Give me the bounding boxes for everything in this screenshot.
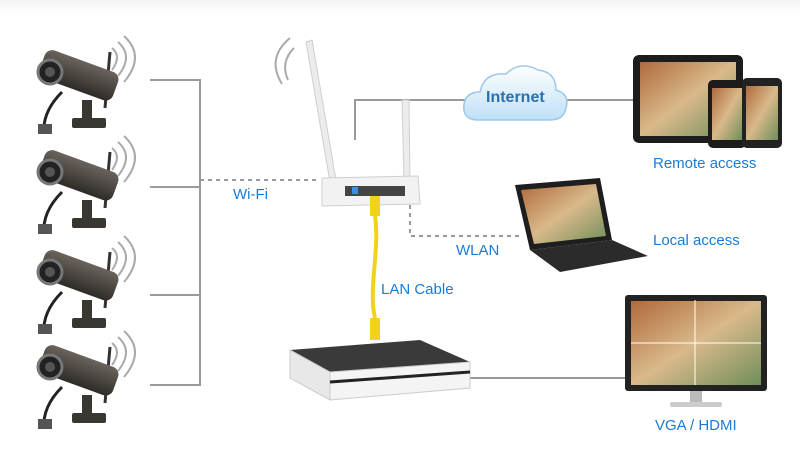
local-access-label: Local access — [653, 232, 740, 249]
remote-devices — [633, 55, 782, 148]
remote-access-label: Remote access — [653, 155, 757, 172]
wlan-dotted-line — [409, 205, 520, 237]
internet-cloud-icon — [463, 65, 568, 121]
vga-hdmi-label: VGA / HDMI — [655, 417, 737, 434]
wlan-label: WLAN — [456, 242, 500, 259]
wifi-label: Wi-Fi — [233, 186, 268, 203]
camera — [36, 35, 136, 135]
laptop — [515, 178, 648, 272]
monitor — [625, 295, 767, 407]
wifi-signal-icon — [111, 35, 136, 83]
lan-cable — [370, 196, 380, 340]
nvr-recorder — [289, 340, 471, 401]
wireless-cameras — [35, 35, 137, 431]
lan-cable-label: LAN Cable — [381, 281, 454, 298]
connection-lines — [150, 79, 635, 386]
wifi-signal-icon — [274, 37, 295, 85]
internet-label: Internet — [486, 89, 545, 106]
router-internet-line — [354, 99, 470, 140]
wifi-router — [274, 37, 421, 207]
camera-bus-line — [150, 79, 201, 386]
